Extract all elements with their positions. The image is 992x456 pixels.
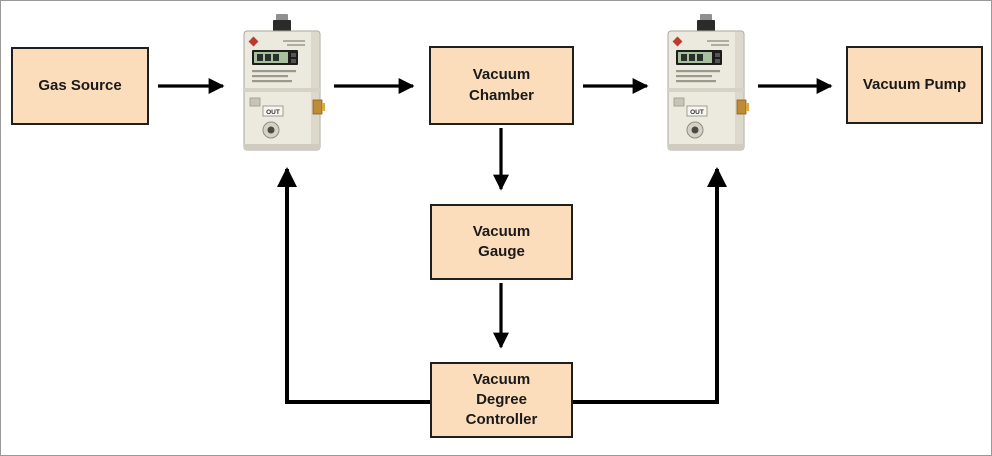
- node-vacuum-gauge: Vacuum Gauge: [430, 204, 573, 280]
- node-vacuum-pump: Vacuum Pump: [846, 46, 983, 124]
- electro-pneumatic-regulator-2: [663, 14, 749, 154]
- node-label: Gas Source: [38, 76, 122, 94]
- node-label: Vacuum Chamber: [468, 66, 535, 104]
- node-label: Vacuum Pump: [862, 75, 967, 93]
- node-vacuum-chamber: Vacuum Chamber: [429, 46, 574, 125]
- feedback-controller-to-regulator1: [277, 167, 430, 404]
- feedback-controller-to-regulator2: [573, 167, 727, 404]
- electro-pneumatic-regulator-1: [239, 14, 325, 154]
- node-label: Vacuum Degree Controller: [465, 370, 538, 429]
- node-gas-source: Gas Source: [11, 47, 149, 125]
- node-vacuum-degree-controller: Vacuum Degree Controller: [430, 362, 573, 438]
- node-label: Vacuum Gauge: [472, 222, 531, 260]
